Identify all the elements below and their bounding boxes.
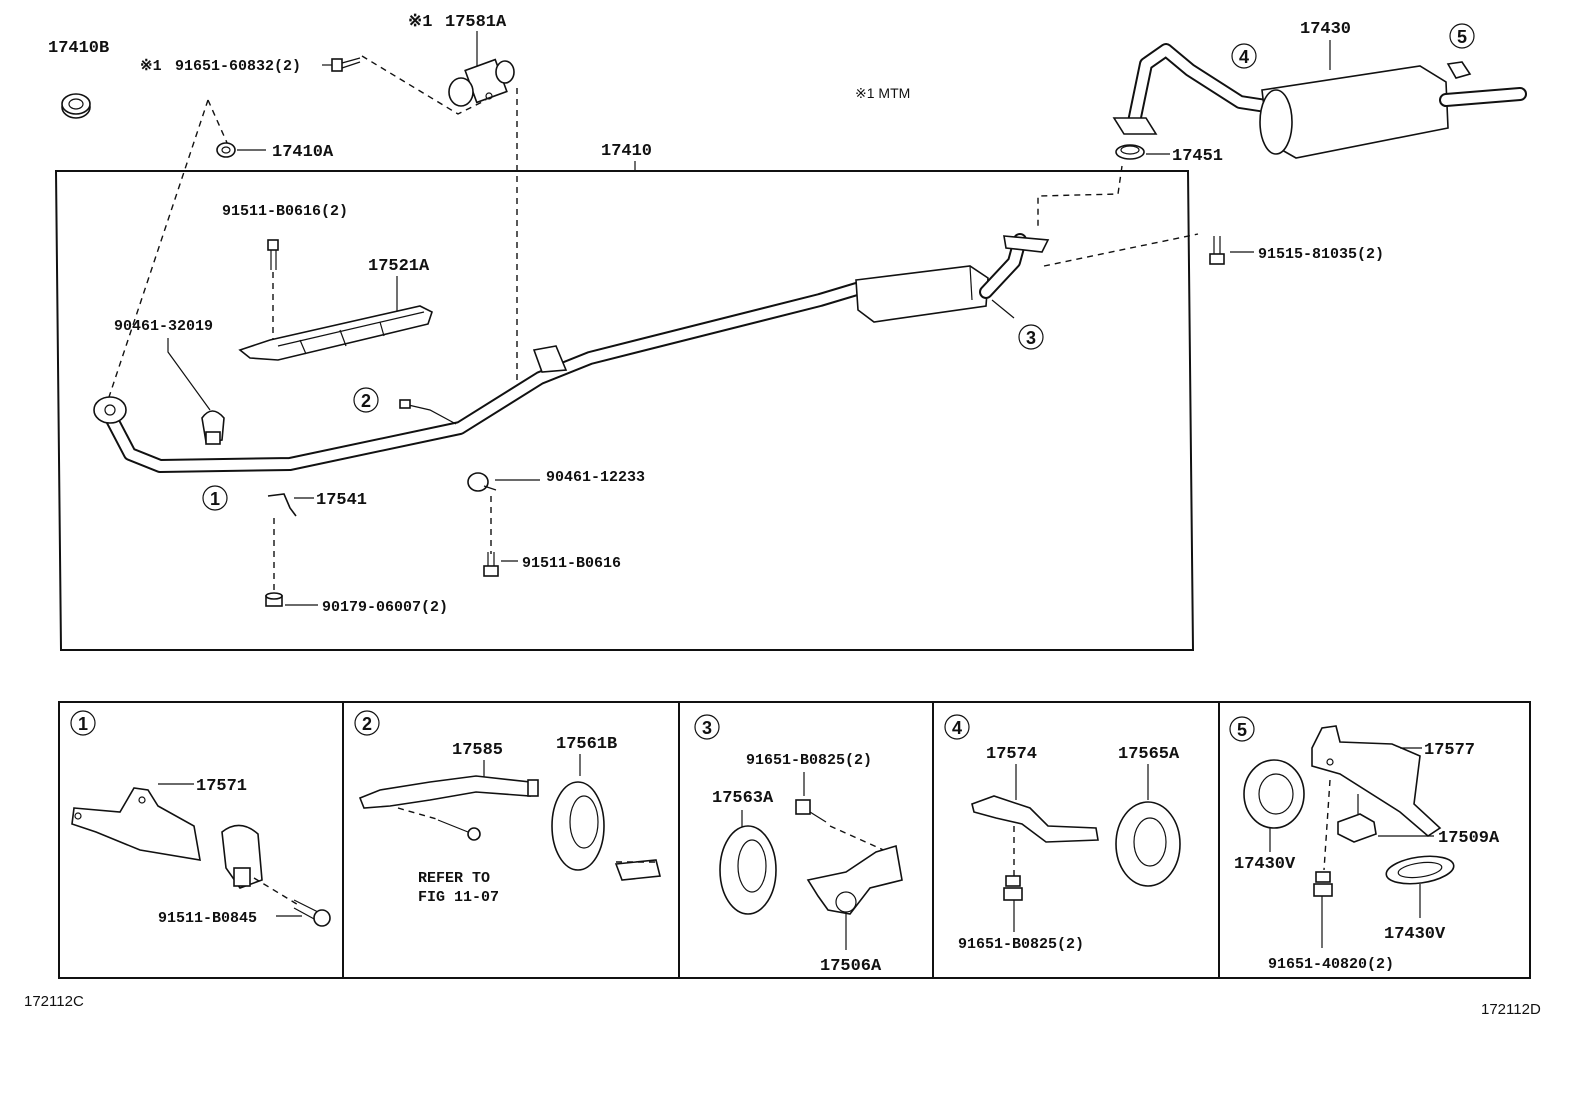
clamp-90461-32019-icon bbox=[201, 410, 225, 445]
detail-panels-frame bbox=[58, 701, 1531, 979]
svg-text:3: 3 bbox=[702, 718, 712, 738]
nut-90179-06007-icon bbox=[265, 592, 283, 607]
callout-circle-2: 2 bbox=[353, 387, 379, 413]
svg-text:17577: 17577 bbox=[1424, 741, 1475, 760]
tail-muffler-17430-icon bbox=[1112, 43, 1527, 159]
callout-circle-5-top: 5 bbox=[1449, 23, 1475, 49]
svg-text:5: 5 bbox=[1457, 27, 1467, 47]
svg-text:17574: 17574 bbox=[986, 745, 1037, 764]
rubber-hanger-17563A-icon bbox=[719, 825, 777, 915]
svg-text:FIG 11-07: FIG 11-07 bbox=[418, 889, 499, 906]
svg-text:2: 2 bbox=[361, 391, 371, 411]
label-90461-32019: 90461-32019 bbox=[114, 318, 213, 335]
svg-text:17506A: 17506A bbox=[820, 957, 882, 976]
svg-text:17565A: 17565A bbox=[1118, 745, 1180, 764]
label-17430: 17430 bbox=[1300, 20, 1351, 39]
rubber-17509A-icon bbox=[1337, 813, 1377, 843]
mtm-note: ※1 MTM bbox=[855, 85, 910, 101]
hanger-17574-icon bbox=[971, 795, 1099, 843]
label-90179-06007: 90179-06007(2) bbox=[322, 599, 448, 616]
svg-text:91651-B0825(2): 91651-B0825(2) bbox=[746, 752, 872, 769]
bolt-91651-60832-icon bbox=[322, 57, 361, 72]
callout-circle-3: 3 bbox=[1018, 324, 1044, 350]
svg-text:17509A: 17509A bbox=[1438, 829, 1500, 848]
figure-code-left: 172112C bbox=[24, 993, 84, 1010]
label-17521A: 17521A bbox=[368, 257, 430, 276]
bracket-17577-icon bbox=[1311, 725, 1442, 838]
svg-text:1: 1 bbox=[210, 489, 220, 509]
detail-panel-1: 1 17571 91511-B0845 bbox=[70, 710, 331, 927]
detail-panel-2: 2 17585 REFER TO FIG 11-07 17561B bbox=[354, 710, 661, 906]
callout-circle-4-top: 4 bbox=[1231, 43, 1257, 69]
clamp-17581A-icon bbox=[448, 58, 515, 107]
front-pipe-17410-icon bbox=[93, 281, 867, 473]
svg-text:17430V: 17430V bbox=[1384, 925, 1446, 944]
hanger-17585-icon bbox=[358, 775, 531, 809]
svg-text:91511-B0845: 91511-B0845 bbox=[158, 910, 257, 927]
heat-shield-17521A-icon bbox=[238, 305, 433, 361]
label-91515-81035: 91515-81035(2) bbox=[1258, 246, 1384, 263]
nut-17410A-icon bbox=[216, 142, 236, 158]
label-91511-B0616: 91511-B0616 bbox=[522, 555, 621, 572]
bolt-91511-B0616-icon bbox=[267, 239, 279, 270]
detail-panel-4: 4 17574 91651-B0825(2) 17565A bbox=[944, 714, 1181, 953]
callout-circle-1: 1 bbox=[202, 485, 228, 511]
clamp-90461-12233-icon bbox=[467, 472, 497, 492]
label-17410B: 17410B bbox=[48, 39, 109, 58]
svg-text:17585: 17585 bbox=[452, 741, 503, 760]
label-17581A: 17581A bbox=[445, 13, 507, 32]
center-muffler-icon bbox=[855, 233, 1050, 323]
mark-17581A: ※1 bbox=[408, 13, 432, 32]
gasket-17430V-a-icon bbox=[1243, 759, 1305, 829]
bracket-17506A-icon bbox=[806, 844, 903, 915]
assembly-17410-frame bbox=[54, 170, 1195, 651]
svg-text:2: 2 bbox=[362, 714, 372, 734]
label-17451: 17451 bbox=[1172, 147, 1223, 166]
detail-panel-5: 5 17577 17430V 17509A 91651-40820(2) 174… bbox=[1229, 716, 1500, 973]
svg-text:5: 5 bbox=[1237, 720, 1247, 740]
svg-text:91651-40820(2): 91651-40820(2) bbox=[1268, 956, 1394, 973]
svg-text:17430V: 17430V bbox=[1234, 855, 1296, 874]
svg-text:91651-B0825(2): 91651-B0825(2) bbox=[958, 936, 1084, 953]
gasket-17410B-icon bbox=[61, 93, 91, 119]
label-91511-B0616-2: 91511-B0616(2) bbox=[222, 203, 348, 220]
rubber-hanger-17561B-icon bbox=[551, 781, 605, 871]
label-90461-12233: 90461-12233 bbox=[546, 469, 645, 486]
label-17410A: 17410A bbox=[272, 143, 334, 162]
bracket-17541-icon bbox=[267, 493, 297, 517]
svg-text:1: 1 bbox=[78, 714, 88, 734]
mark-91651-60832: ※1 bbox=[140, 58, 162, 75]
bracket-17571-icon bbox=[71, 787, 201, 861]
svg-text:4: 4 bbox=[952, 718, 962, 738]
label-17410: 17410 bbox=[601, 142, 652, 161]
detail-panel-3: 3 91651-B0825(2) 17563A 17506A bbox=[694, 714, 903, 976]
bolt-91511-B0616-single-icon bbox=[483, 552, 499, 577]
figure-code-right: 172112D bbox=[1481, 1001, 1541, 1018]
svg-text:4: 4 bbox=[1239, 47, 1249, 67]
bolt-91515-81035-icon bbox=[1209, 236, 1225, 265]
gasket-17430V-b-icon bbox=[1385, 855, 1455, 885]
label-17541: 17541 bbox=[316, 491, 367, 510]
gasket-17451-icon bbox=[1115, 144, 1145, 160]
svg-text:REFER TO: REFER TO bbox=[418, 870, 490, 887]
svg-text:17571: 17571 bbox=[196, 777, 247, 796]
label-91651-60832: 91651-60832(2) bbox=[175, 58, 301, 75]
svg-text:3: 3 bbox=[1026, 328, 1036, 348]
svg-text:17563A: 17563A bbox=[712, 789, 774, 808]
rubber-hanger-17565A-icon bbox=[1115, 801, 1181, 887]
svg-text:17561B: 17561B bbox=[556, 735, 617, 754]
